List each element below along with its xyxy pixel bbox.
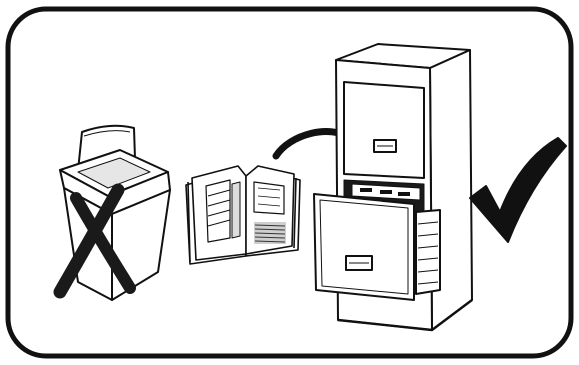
open-manual-icon	[186, 166, 300, 264]
filing-cabinet-icon	[314, 44, 472, 330]
